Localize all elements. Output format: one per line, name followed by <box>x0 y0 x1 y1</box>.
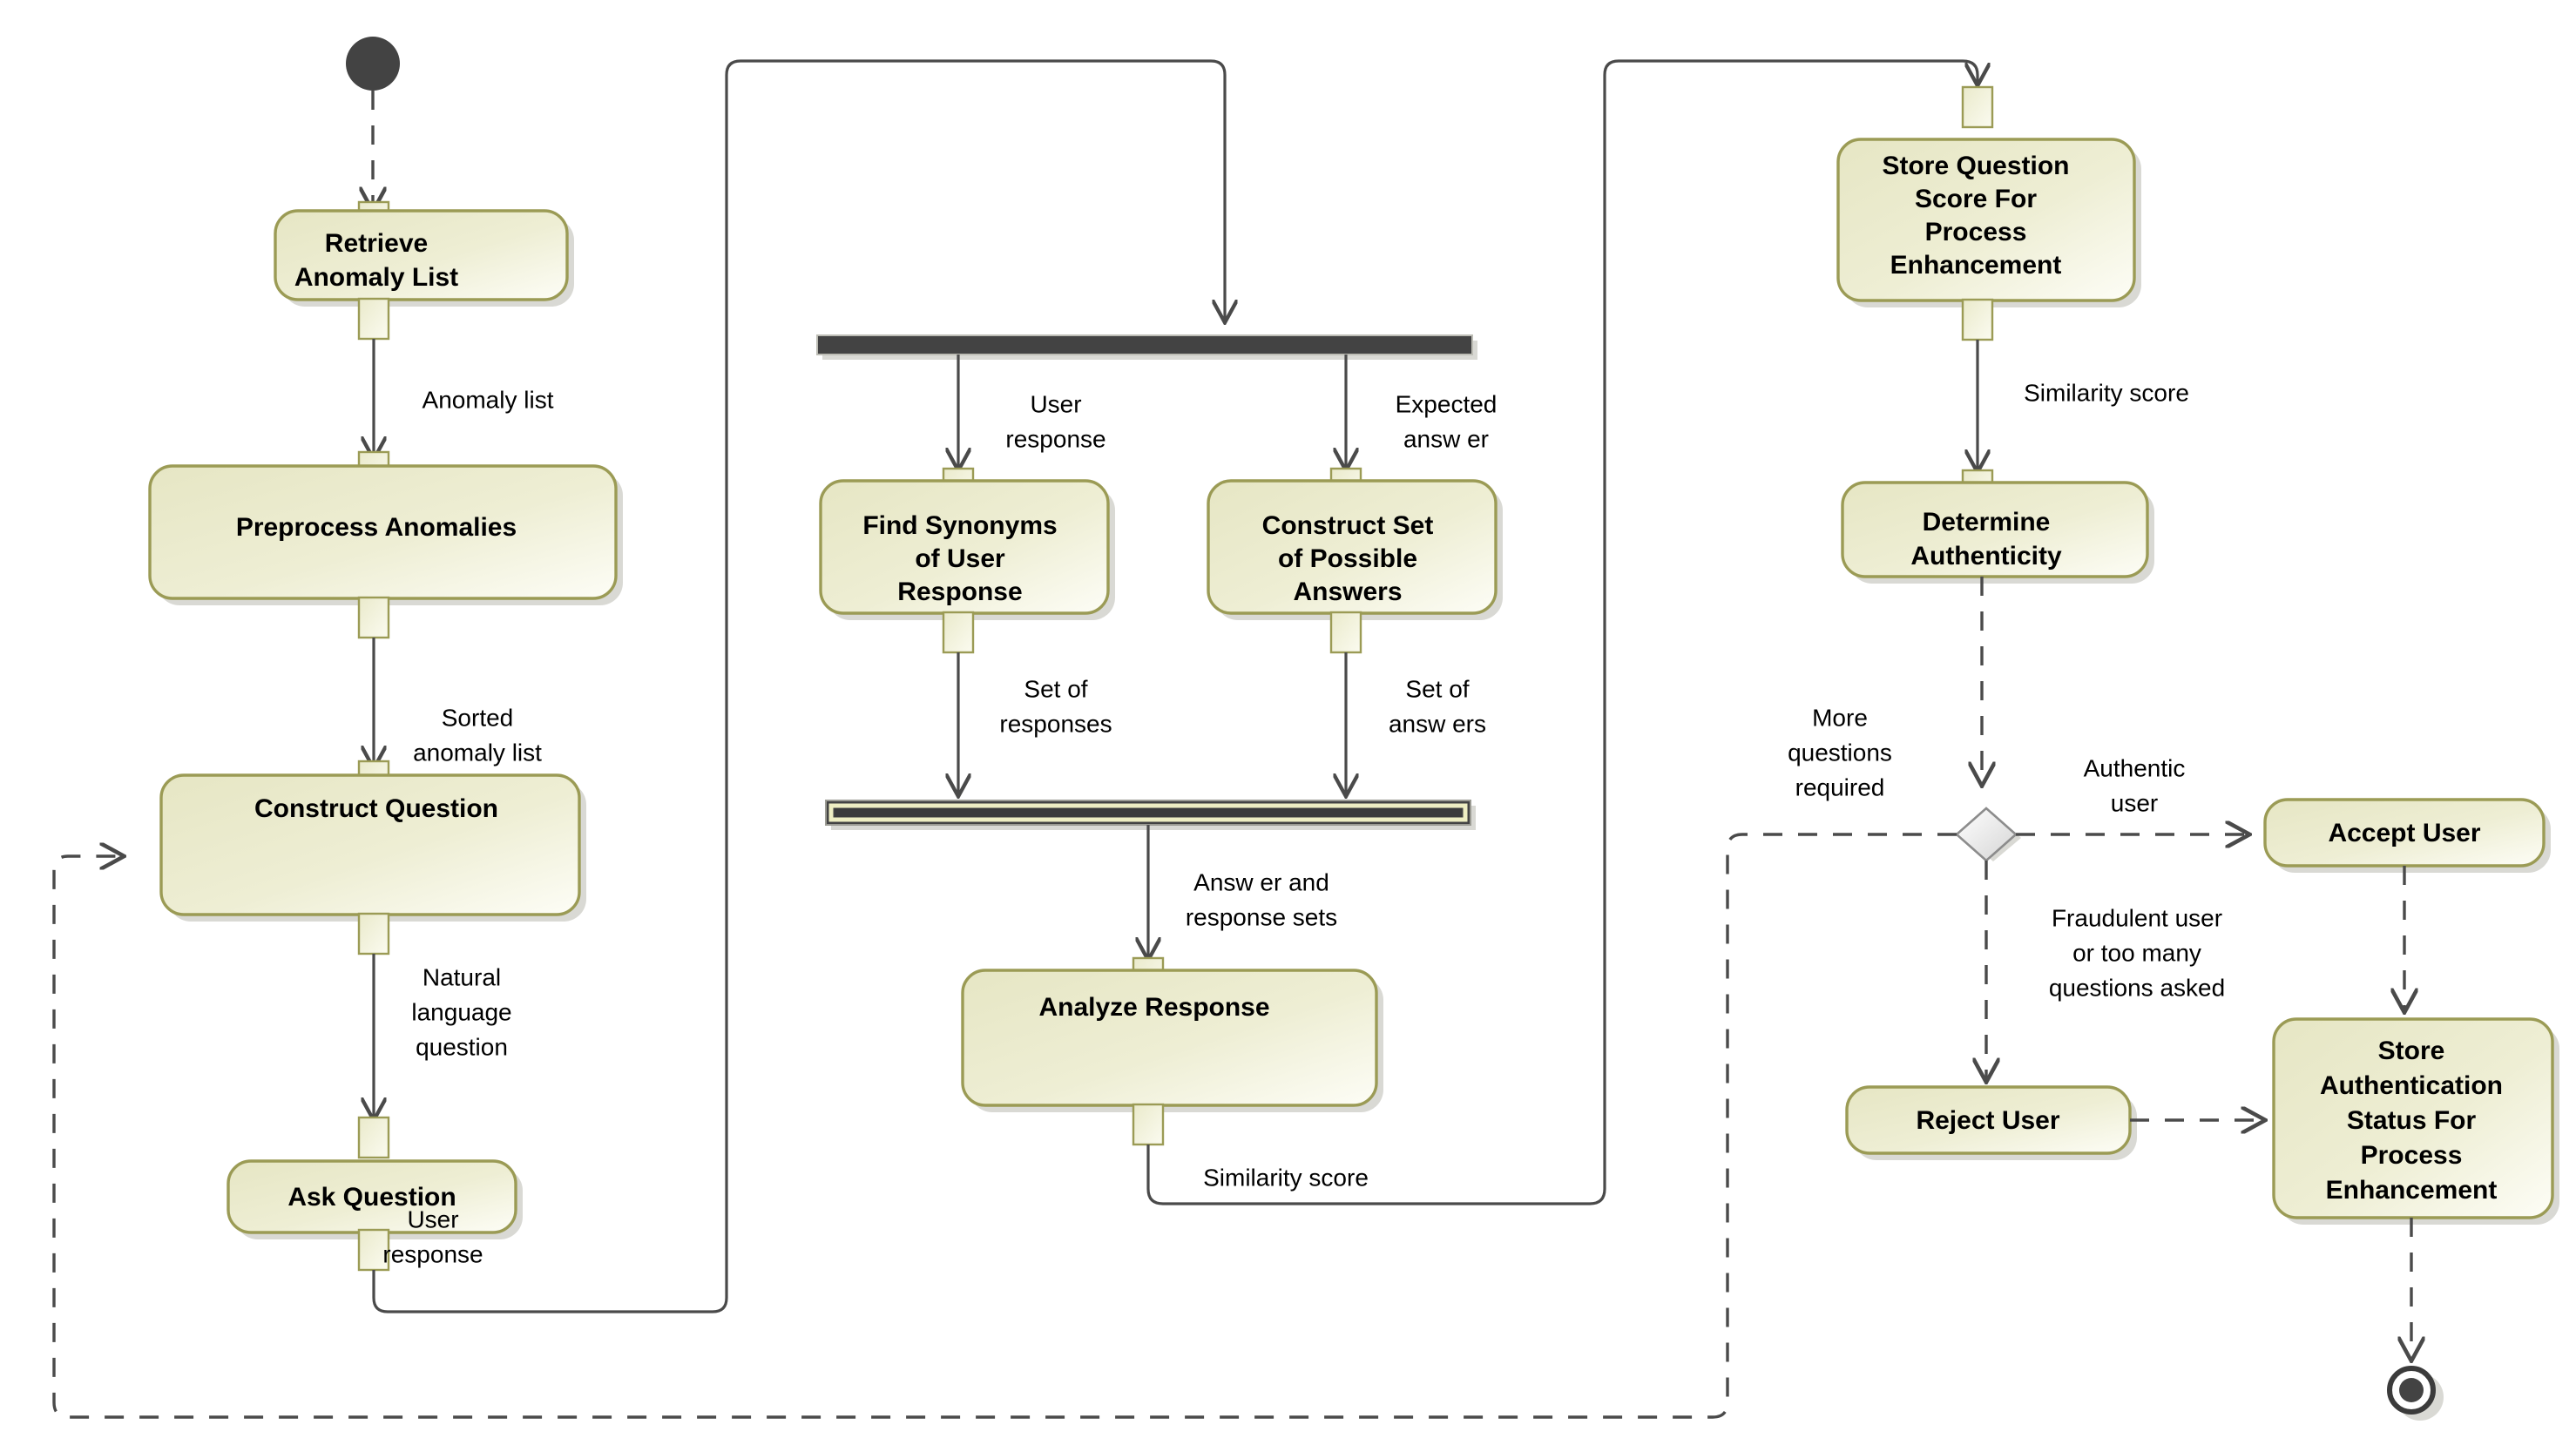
node-label-line: Construct Question <box>254 794 498 823</box>
node-label-line: Process <box>1925 218 2027 246</box>
edge-label: Fraudulent user <box>2052 904 2222 931</box>
node-label-line: Analyze Response <box>1038 993 1269 1022</box>
edge-label: Similarity score <box>1203 1164 1369 1191</box>
action-store-authentication-status[interactable]: Store Authentication Status For Process … <box>2272 1017 2559 1225</box>
edge-label: User <box>407 1205 458 1232</box>
flow-analyze-to-store-question-score <box>1146 59 1978 1205</box>
edge-label: questions <box>1788 739 1892 766</box>
node-label-line: Accept User <box>2328 819 2480 847</box>
initial-node <box>346 37 400 209</box>
edge-label: More <box>1812 704 1868 731</box>
join-bar <box>825 800 1476 830</box>
edge-label: anomaly list <box>413 739 542 766</box>
node-label-line: Answers <box>1293 577 1402 606</box>
action-determine-authenticity[interactable]: Determine Authenticity <box>1841 469 2154 584</box>
flow-ask-to-fork <box>372 59 1225 1313</box>
decision-node <box>1955 807 2021 862</box>
node-label-line: Status For <box>2347 1106 2477 1135</box>
node-label-line: Retrieve <box>325 229 428 258</box>
edge-label: Answ er and <box>1193 868 1329 895</box>
edge-label: responses <box>999 710 1112 737</box>
edge-label: response <box>1005 425 1105 452</box>
node-label-line: Store Question <box>1882 152 2069 180</box>
edge-label: answ ers <box>1389 710 1486 737</box>
node-label-line: Preprocess Anomalies <box>236 513 517 542</box>
edge-label: questions asked <box>2049 974 2225 1001</box>
node-label-line: Enhancement <box>1890 251 2062 280</box>
node-label-line: of Possible <box>1278 544 1417 573</box>
edge-label: Set of <box>1024 675 1087 702</box>
edge-label: required <box>1795 773 1885 800</box>
action-construct-set-of-possible-answers[interactable]: Construct Set of Possible Answers <box>1207 467 1503 654</box>
fork-bar <box>816 334 1477 360</box>
edge-label: Set of <box>1405 675 1469 702</box>
node-label-line: Authenticity <box>1910 542 2062 571</box>
edge-label: or too many <box>2072 939 2201 966</box>
action-ask-question[interactable]: Ask Question <box>226 1116 523 1272</box>
flow-decision-to-construct-question-loop <box>52 833 1957 1419</box>
final-node <box>2387 1366 2444 1421</box>
node-label-line: of User <box>915 544 1005 573</box>
edge-label: Authentic <box>2084 754 2186 781</box>
action-construct-question[interactable]: Construct Question <box>159 760 586 955</box>
edge-label: question <box>416 1033 508 1060</box>
edge-label: Sorted <box>442 704 514 731</box>
edge-label: user <box>2111 789 2158 816</box>
node-label-line: Process <box>2361 1141 2463 1170</box>
edge-label: Expected <box>1396 390 1498 417</box>
action-retrieve-anomaly-list[interactable]: Retrieve Anomaly List <box>274 200 574 341</box>
node-label-line: Construct Set <box>1262 511 1434 540</box>
node-label-line: Determine <box>1923 508 2051 537</box>
action-accept-user[interactable]: Accept User <box>2263 798 2551 873</box>
action-store-question-score[interactable]: Store Question Score For Process Enhance… <box>1836 85 2141 341</box>
edge-label: Anomaly list <box>423 386 554 413</box>
node-label-line: Reject User <box>1916 1106 2059 1135</box>
edge-label: response sets <box>1186 903 1337 930</box>
node-label-line: Score For <box>1915 185 2037 213</box>
edge-label: Similarity score <box>2024 379 2189 406</box>
action-preprocess-anomalies[interactable]: Preprocess Anomalies <box>148 450 623 639</box>
action-analyze-response[interactable]: Analyze Response <box>961 956 1383 1146</box>
action-find-synonyms-of-user-response[interactable]: Find Synonyms of User Response <box>819 467 1115 654</box>
node-label-line: Anomaly List <box>294 263 458 292</box>
node-label-line: Response <box>897 577 1022 606</box>
node-label-line: Authentication <box>2320 1071 2503 1100</box>
action-reject-user[interactable]: Reject User <box>1845 1085 2137 1160</box>
node-label-line: Store <box>2378 1036 2445 1065</box>
node-label-line: Find Synonyms <box>862 511 1057 540</box>
node-label-line: Ask Question <box>287 1183 456 1212</box>
node-label-line: Enhancement <box>2326 1176 2498 1205</box>
edge-label: Natural <box>423 963 501 990</box>
edge-label: answ er <box>1403 425 1489 452</box>
edge-label: language <box>411 998 511 1025</box>
edge-label: User <box>1030 390 1081 417</box>
edge-label: response <box>382 1240 483 1267</box>
